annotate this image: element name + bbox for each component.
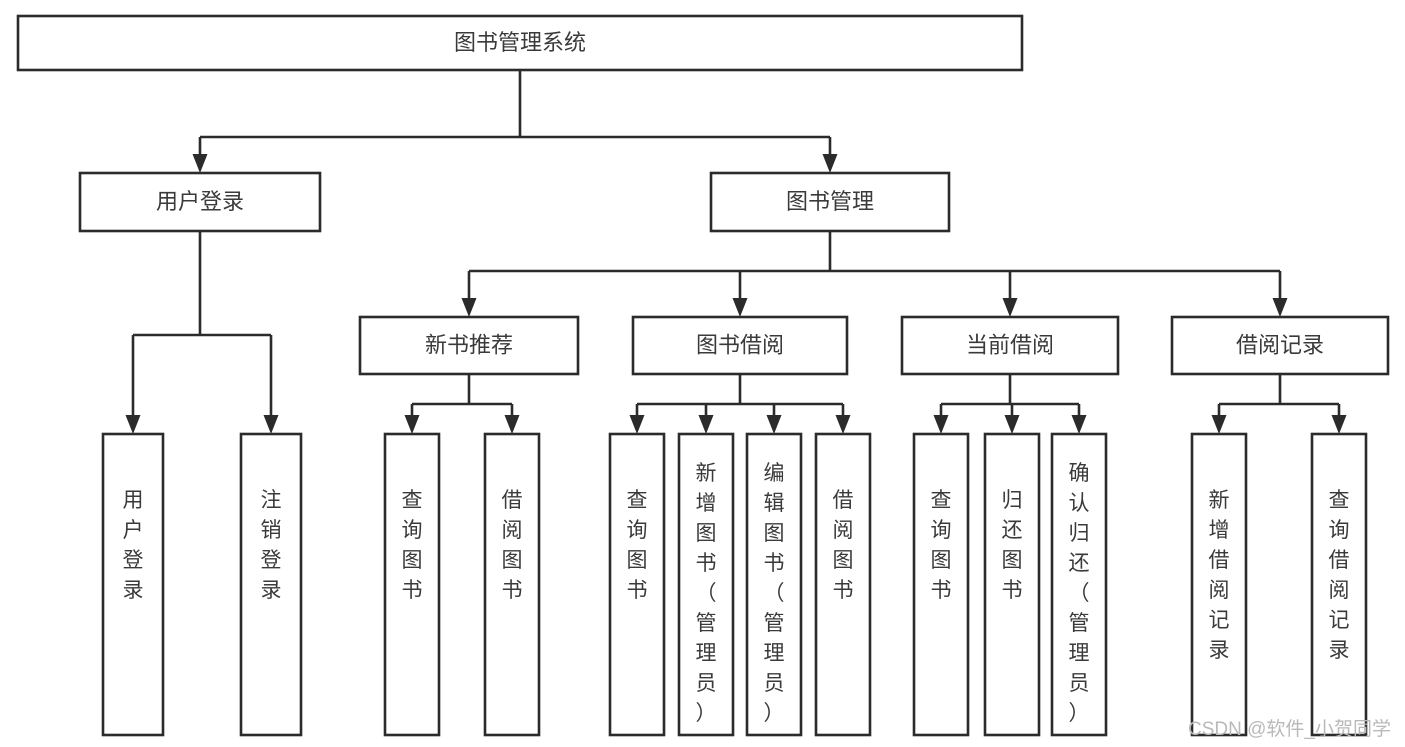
arrow-to-leaf-query-record [1331,415,1347,434]
arrow-to-new-book-rec [461,298,477,317]
node-current-borrow-label: 当前借阅 [966,332,1054,357]
node-user-login[interactable]: 用户登录 [78,171,322,233]
node-book-borrow[interactable]: 图书借阅 [631,315,849,376]
node-borrow-record-label: 借阅记录 [1236,332,1324,357]
node-book-manage-label: 图书管理 [786,189,874,214]
arrow-to-leaf-add-record [1211,415,1227,434]
node-book-borrow-box[interactable] [631,315,849,376]
node-leaf-return-book-label: 归还图书 [1002,489,1023,602]
node-leaf-logout[interactable]: 注销登录 [239,432,303,737]
node-leaf-query-book-cb[interactable]: 查询图书 [912,432,970,737]
node-new-book-rec-box[interactable] [358,315,580,376]
node-current-borrow[interactable]: 当前借阅 [900,315,1120,376]
node-leaf-user-login-label: 用户登录 [123,489,144,602]
arrow-to-leaf-query-book-bb [629,415,645,434]
node-new-book-rec[interactable]: 新书推荐 [358,315,580,376]
node-root-label: 图书管理系统 [454,30,586,55]
node-leaf-logout-box[interactable] [239,432,303,737]
node-root[interactable]: 图书管理系统 [16,14,1024,72]
node-leaf-query-book-cb-box[interactable] [912,432,970,737]
arrow-to-leaf-logout [263,415,279,434]
node-leaf-query-book-rec[interactable]: 查询图书 [383,432,441,737]
node-leaf-query-book-cb-label: 查询图书 [931,489,952,602]
arrow-to-leaf-query-book-rec [404,415,420,434]
node-leaf-query-book-bb-box[interactable] [608,432,666,737]
arrow-to-borrow-record [1272,298,1288,317]
node-book-manage[interactable]: 图书管理 [709,171,951,233]
node-leaf-edit-book-box[interactable] [745,432,803,737]
arrow-to-leaf-borrow-book-bb [835,415,851,434]
node-leaf-user-login[interactable]: 用户登录 [101,432,165,737]
node-leaf-query-book-rec-box[interactable] [383,432,441,737]
arrow-to-leaf-return-book [1004,415,1020,434]
node-layer: 图书管理系统用户登录图书管理新书推荐图书借阅当前借阅借阅记录用户登录注销登录查询… [16,14,1390,737]
arrow-to-leaf-confirm-return [1071,415,1087,434]
node-borrow-record-box[interactable] [1170,315,1390,376]
arrow-to-current-borrow [1002,298,1018,317]
node-leaf-query-book-rec-label: 查询图书 [402,489,423,602]
node-leaf-query-book-bb-label: 查询图书 [627,489,648,602]
node-leaf-borrow-book-rec-label: 借阅图书 [502,489,523,602]
arrow-to-leaf-add-book [698,415,714,434]
node-user-login-label: 用户登录 [156,189,244,214]
arrow-to-user-login [192,154,208,173]
node-current-borrow-box[interactable] [900,315,1120,376]
node-leaf-user-login-box[interactable] [101,432,165,737]
node-leaf-query-record-label: 查询借阅记录 [1329,489,1350,662]
node-leaf-confirm-return-box[interactable] [1050,432,1108,737]
connector-layer [125,70,1347,434]
node-leaf-add-book[interactable]: 新增图书（管理员） [677,432,735,737]
node-leaf-edit-book[interactable]: 编辑图书（管理员） [745,432,803,737]
node-leaf-query-record-box[interactable] [1310,432,1368,737]
node-leaf-confirm-return[interactable]: 确认归还（管理员） [1050,432,1108,737]
node-leaf-add-book-box[interactable] [677,432,735,737]
node-new-book-rec-label: 新书推荐 [425,332,513,357]
node-leaf-borrow-book-rec[interactable]: 借阅图书 [483,432,541,737]
arrow-to-book-manage [822,154,838,173]
arrow-to-leaf-query-book-cb [933,415,949,434]
arrow-to-leaf-borrow-book-rec [504,415,520,434]
node-leaf-borrow-book-rec-box[interactable] [483,432,541,737]
node-leaf-add-book-label: 新增图书（管理员） [696,462,717,725]
node-leaf-add-record[interactable]: 新增借阅记录 [1190,432,1248,737]
node-book-borrow-label: 图书借阅 [696,332,784,357]
node-borrow-record[interactable]: 借阅记录 [1170,315,1390,376]
node-leaf-borrow-book-bb-box[interactable] [814,432,872,737]
node-leaf-confirm-return-label: 确认归还（管理员） [1069,462,1090,725]
node-leaf-query-book-bb[interactable]: 查询图书 [608,432,666,737]
node-user-login-box[interactable] [78,171,322,233]
node-root-box[interactable] [16,14,1024,72]
arrow-to-book-borrow [732,298,748,317]
arrow-to-leaf-user-login [125,415,141,434]
node-leaf-return-book-box[interactable] [983,432,1041,737]
node-leaf-logout-label: 注销登录 [261,489,282,602]
node-leaf-edit-book-label: 编辑图书（管理员） [764,462,785,725]
node-leaf-add-record-box[interactable] [1190,432,1248,737]
node-leaf-borrow-book-bb[interactable]: 借阅图书 [814,432,872,737]
node-book-manage-box[interactable] [709,171,951,233]
node-leaf-query-record[interactable]: 查询借阅记录 [1310,432,1368,737]
node-leaf-borrow-book-bb-label: 借阅图书 [833,489,854,602]
arrow-to-leaf-edit-book [766,415,782,434]
node-leaf-return-book[interactable]: 归还图书 [983,432,1041,737]
node-leaf-add-record-label: 新增借阅记录 [1209,489,1230,662]
